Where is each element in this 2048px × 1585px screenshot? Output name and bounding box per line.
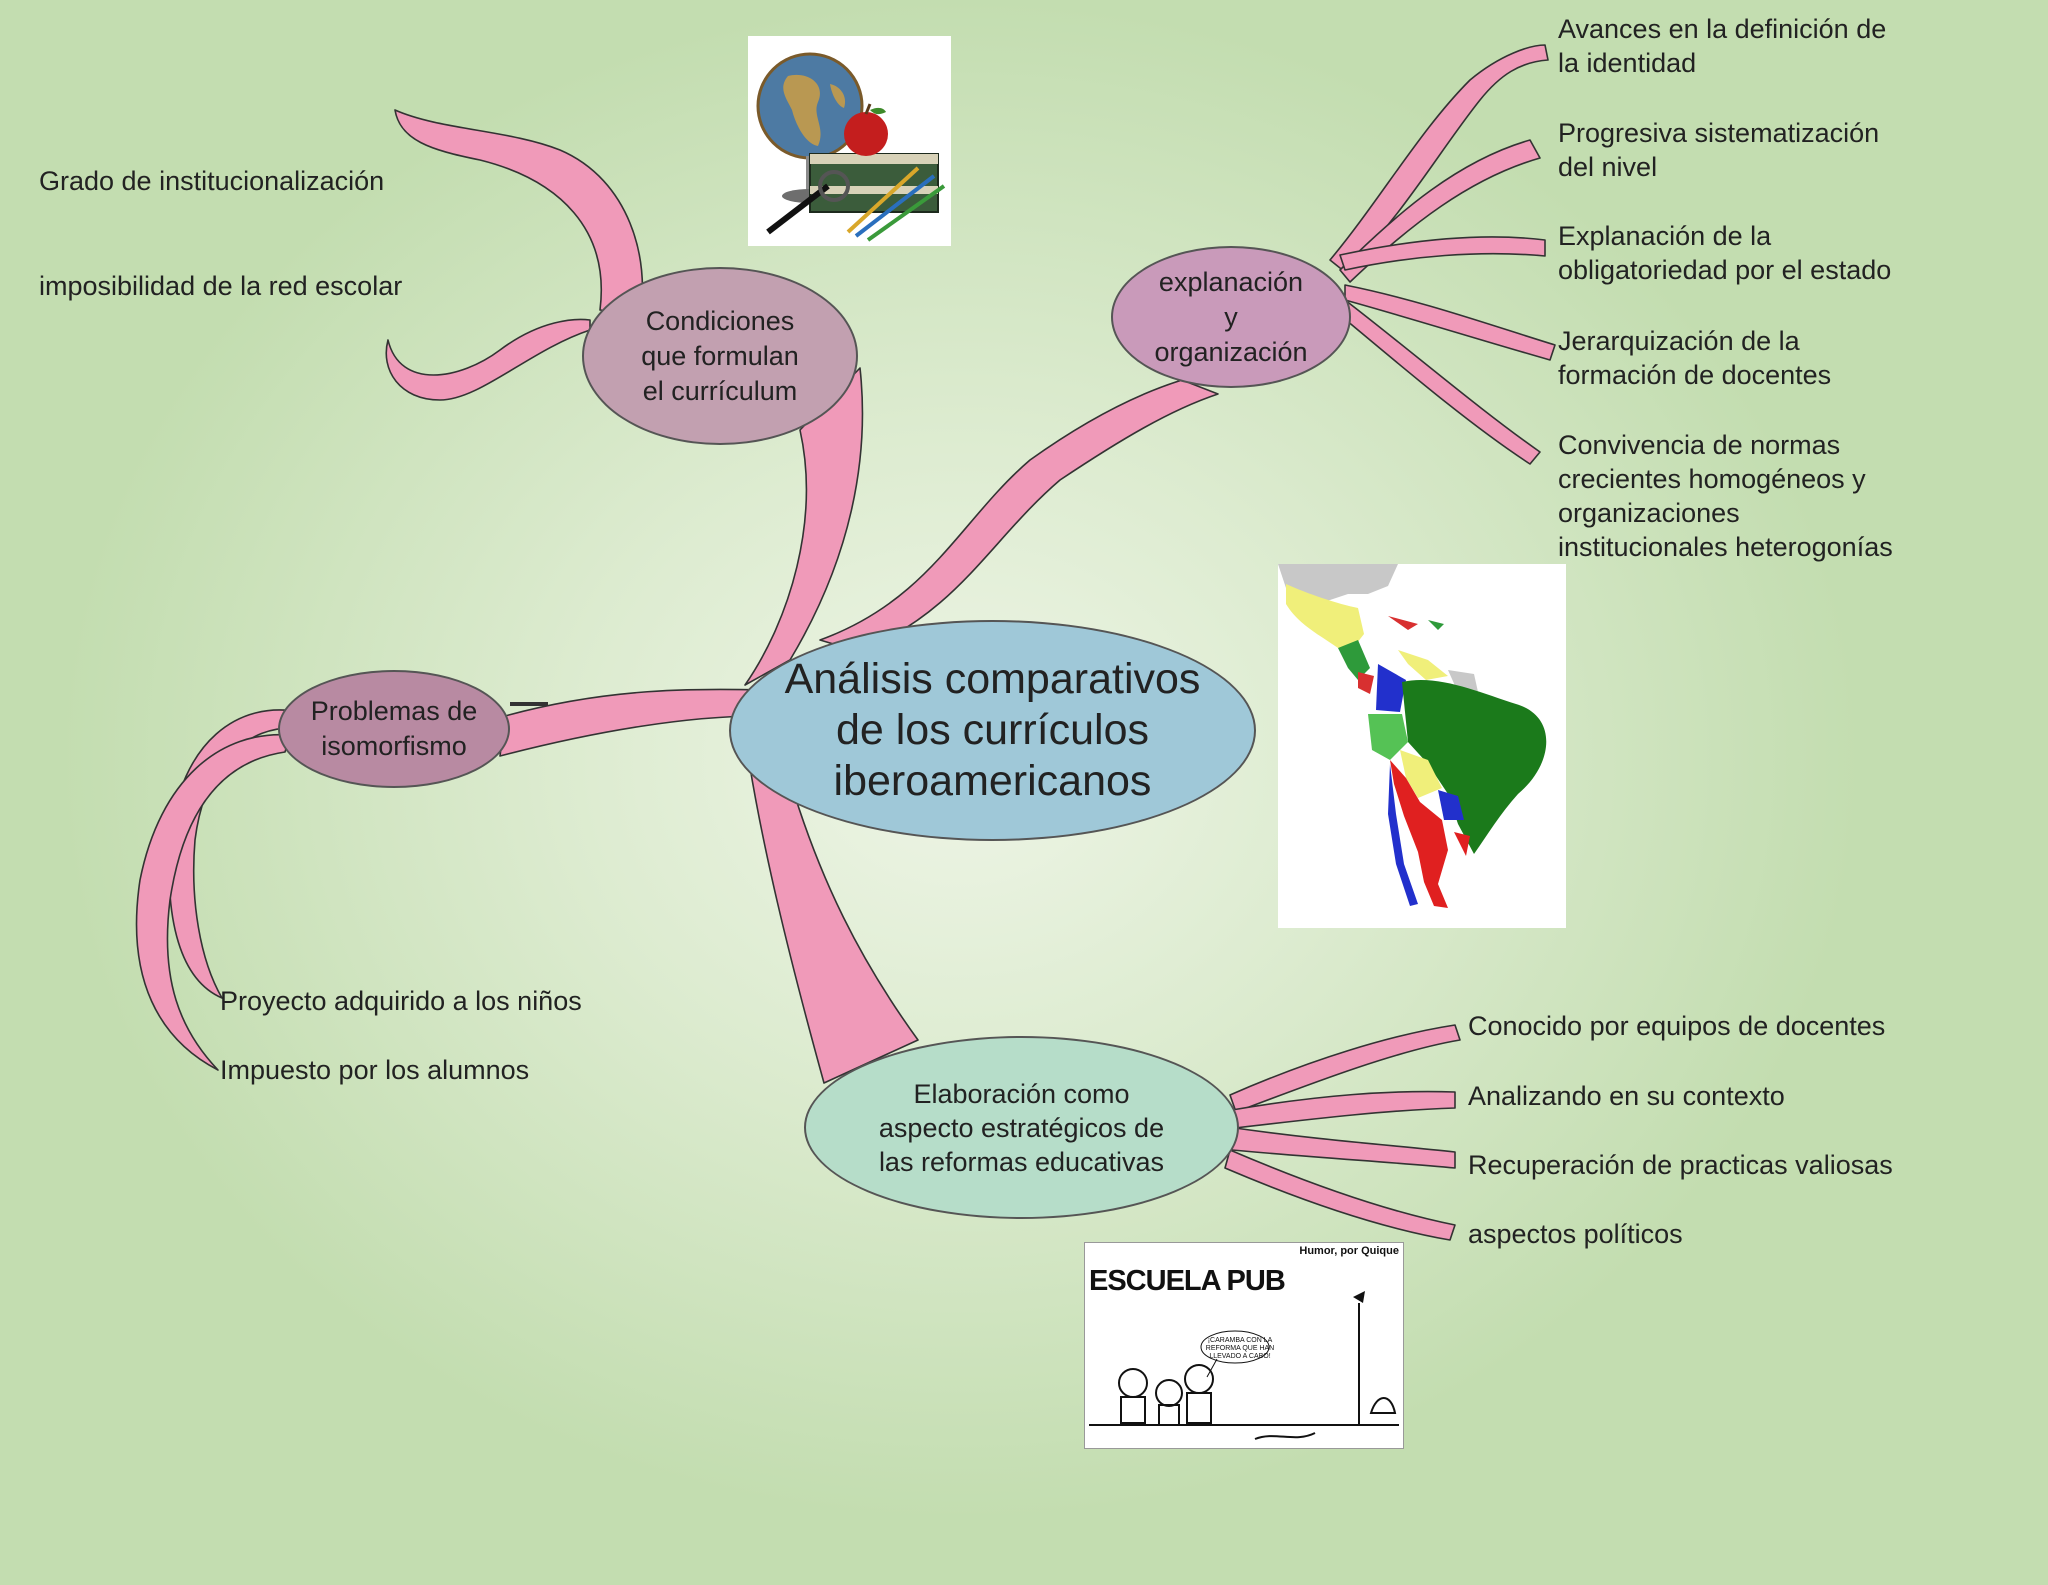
leaf-conocido: Conocido por equipos de docentes — [1468, 1011, 1886, 1041]
branch-imposibilidad — [385, 318, 591, 401]
map-icon — [1278, 564, 1566, 928]
branch-analizando — [1231, 1090, 1456, 1129]
comic-speech: ¡CARAMBA CON LA REFORMA QUE HAN LLEVADO … — [1205, 1337, 1275, 1360]
escuela-pub-comic: Humor, por Quique ESCUELA PUB ¡CARAMBA C… — [1084, 1242, 1404, 1449]
latin-america-map — [1278, 564, 1566, 928]
branch-explanacion-oblig — [1339, 236, 1546, 271]
branch-impuesto — [135, 733, 291, 1071]
branch-center-explanacion — [819, 379, 1219, 653]
leaf-proyecto: Proyecto adquirido a los niños — [220, 986, 582, 1016]
branch-center-problemas — [499, 688, 761, 757]
comic-title: ESCUELA PUB — [1089, 1265, 1286, 1297]
branch-recuperacion — [1231, 1127, 1456, 1169]
branch-grado — [394, 109, 644, 316]
comic-drawing-icon — [1089, 1291, 1399, 1440]
comic-credit: Humor, por Quique — [1299, 1245, 1399, 1257]
globe-icon — [748, 36, 951, 246]
leaf-recuperacion: Recuperación de practicas valiosas — [1468, 1150, 1893, 1180]
leaf-impuesto: Impuesto por los alumnos — [220, 1055, 530, 1085]
branch-progresiva — [1339, 139, 1541, 283]
branch-conocido — [1229, 1024, 1461, 1113]
leaf-aspectos: aspectos políticos — [1468, 1219, 1683, 1249]
leaf-grado: Grado de institucionalización — [39, 166, 385, 196]
branch-jerarquizacion — [1344, 284, 1556, 361]
globe-books-image — [748, 36, 951, 246]
leaf-imposibilidad: imposibilidad de la red escolar — [39, 271, 403, 301]
leaf-analizando: Analizando en su contexto — [1468, 1081, 1785, 1111]
branch-convivencia — [1339, 299, 1541, 465]
branch-avances — [1329, 44, 1549, 273]
branch-aspectos — [1224, 1149, 1456, 1241]
branch-center-condiciones — [744, 367, 864, 686]
